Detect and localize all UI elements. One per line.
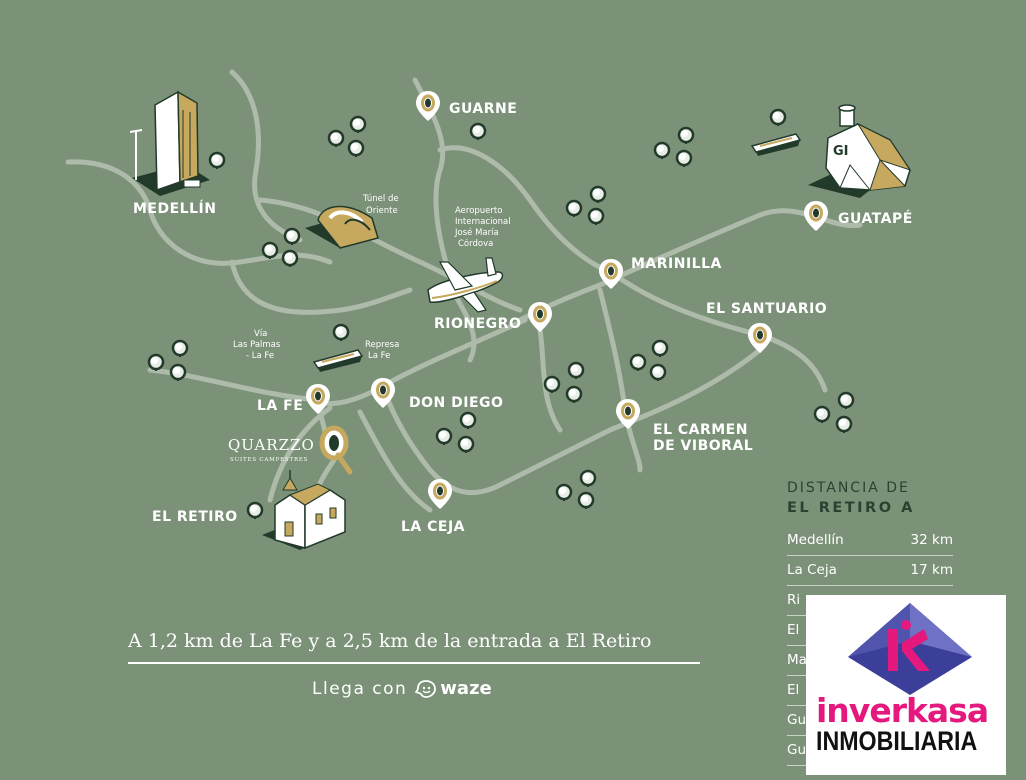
logo-subtitle: INMOBILIARIA: [816, 726, 978, 756]
pin-icon-el-santuario[interactable]: [746, 321, 774, 355]
pin-icon-rionegro[interactable]: [526, 300, 554, 334]
airport-label-line4: Córdova: [458, 238, 493, 249]
waze-brand: waze: [440, 678, 492, 699]
quarzzo-tagline: SUITES CAMPESTRES: [230, 457, 308, 463]
quarzzo-marker: QUARZZO SUITES CAMPESTRES: [228, 425, 353, 475]
quarzzo-name: QUARZZO: [228, 436, 315, 454]
town-label-guatape: GUATAPÉ: [838, 210, 913, 227]
distance-place: Ma: [787, 652, 807, 668]
boat-icon-guatape: [751, 133, 801, 157]
waze-prefix: Llega con: [312, 678, 408, 699]
church-icon: [262, 470, 346, 550]
airport-label-line2: Internacional: [455, 217, 511, 227]
airport-label-line1: Aeropuerto: [455, 206, 502, 216]
guatape-rock-icon: GI: [808, 104, 912, 198]
town-label-la-fe: LA FE: [257, 398, 303, 414]
distance-place: Gu: [787, 712, 807, 728]
town-label-guarne: GUARNE: [449, 101, 517, 117]
tunnel-icon: [305, 205, 379, 249]
road-network: [65, 69, 863, 533]
pin-icon-guarne[interactable]: [414, 89, 442, 123]
logo-diamond-icon: [848, 603, 972, 695]
town-label-medellin: MEDELLÍN: [133, 200, 216, 217]
boat-icon-represa: [313, 349, 363, 373]
via-label-line1: Vía: [254, 329, 267, 339]
via-label-line3: - La Fe: [246, 351, 274, 361]
medellin-tower-icon: [129, 90, 210, 196]
distance-place: Medellín: [787, 532, 844, 548]
distance-row: La Ceja 17 km: [787, 556, 953, 586]
inverkasa-logo: inverkasa INMOBILIARIA: [806, 595, 1006, 775]
distance-km: 17 km: [910, 562, 953, 578]
logo-brand: inverkasa: [816, 691, 989, 730]
distance-place: El: [787, 622, 800, 638]
tunnel-label-line2: Oriente: [366, 206, 398, 216]
pin-icon-guatape[interactable]: [802, 199, 830, 233]
landmark-labels: Túnel de Oriente Aeropuerto Internaciona…: [233, 194, 511, 361]
distance-row: Medellín 32 km: [787, 526, 953, 556]
airport-label-line3: José María: [454, 227, 499, 238]
represa-label-line1: Represa: [365, 340, 399, 350]
distance-place: Ri: [787, 592, 801, 608]
waze-link[interactable]: Llega con waze: [312, 678, 492, 699]
town-label-marinilla: MARINILLA: [631, 256, 722, 272]
distance-km: 32 km: [910, 532, 953, 548]
town-label-el-carmen: EL CARMEN: [653, 422, 748, 438]
distance-place: Gu: [787, 742, 807, 758]
distance-title-line2: EL RETIRO A: [787, 500, 915, 516]
caption-divider: [128, 662, 700, 664]
town-label-la-ceja: LA CEJA: [401, 519, 465, 535]
tunnel-label-line1: Túnel de: [362, 194, 399, 204]
via-label-line2: Las Palmas: [233, 340, 281, 350]
distance-place: La Ceja: [787, 562, 837, 578]
town-label-el-retiro: EL RETIRO: [152, 509, 238, 525]
town-labels: MEDELLÍN GUARNE GUATAPÉ MARINILLA RIONEG…: [133, 101, 913, 535]
pin-icon-la-ceja[interactable]: [426, 477, 454, 511]
airplane-icon: [427, 257, 504, 313]
map-caption: A 1,2 km de La Fe y a 2,5 km de la entra…: [128, 630, 652, 652]
represa-label-line2: La Fe: [368, 351, 390, 361]
town-label-rionegro: RIONEGRO: [434, 316, 521, 332]
distance-title-line1: DISTANCIA DE: [787, 480, 910, 496]
town-label-el-santuario: EL SANTUARIO: [706, 301, 827, 317]
waze-icon: [414, 679, 437, 699]
town-label-don-diego: DON DIEGO: [409, 395, 503, 411]
town-label-de-viboral: DE VIBORAL: [653, 438, 753, 454]
distance-place: El: [787, 682, 800, 698]
guatape-rock-letters: GI: [833, 144, 849, 159]
